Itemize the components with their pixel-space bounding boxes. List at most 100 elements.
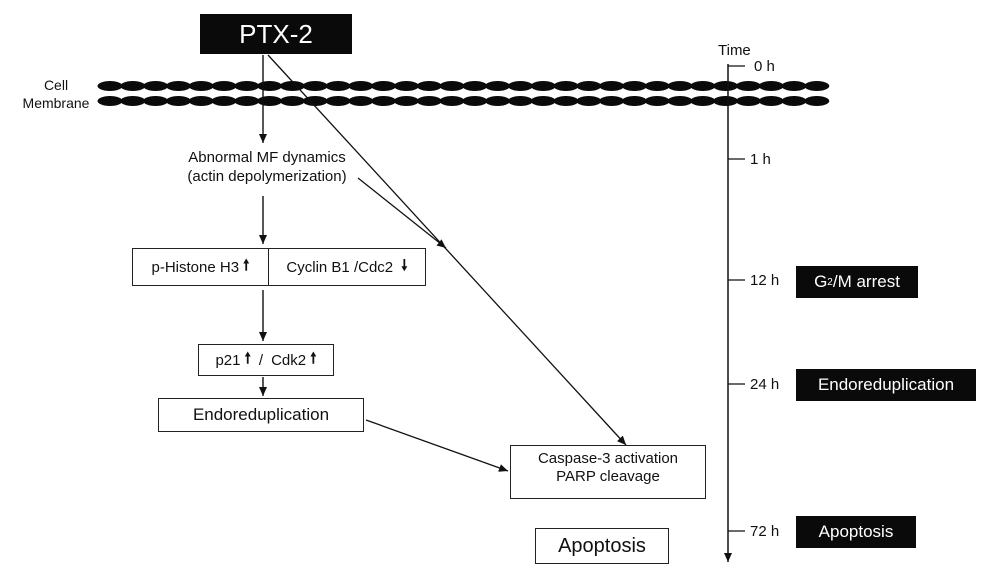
membrane-lipid	[188, 96, 214, 106]
membrane-lipid	[530, 96, 556, 106]
membrane-lipid	[302, 96, 328, 106]
up-arrow-icon: 🠕	[243, 256, 250, 274]
membrane-lipid	[416, 96, 442, 106]
stage-endoreduplication: Endoreduplication	[796, 369, 976, 401]
cell-membrane-lower-layer	[97, 96, 830, 106]
membrane-lipid	[758, 96, 784, 106]
caspase-box: Caspase-3 activation PARP cleavage	[510, 445, 706, 499]
membrane-lipid	[507, 81, 533, 91]
membrane-lipid	[507, 96, 533, 106]
p21-cdk2-box: p21 🠕 / Cdk2 🠕	[198, 344, 334, 376]
stage-endoreduplication-label: Endoreduplication	[817, 375, 955, 394]
membrane-lipid	[371, 96, 397, 106]
membrane-lipid	[621, 81, 647, 91]
ptx2-box: PTX-2	[200, 14, 352, 54]
membrane-lipid	[416, 81, 442, 91]
p21-label: p21	[215, 351, 241, 369]
endoreduplication-label: Endoreduplication	[192, 405, 330, 424]
membrane-lipid	[644, 81, 670, 91]
membrane-lipid	[530, 81, 556, 91]
membrane-lipid	[348, 81, 374, 91]
cell-membrane-label-line2: Membrane	[22, 95, 90, 111]
stage-g2m-suffix: /M arrest	[832, 272, 900, 291]
membrane-lipid	[599, 96, 625, 106]
membrane-lipid	[97, 96, 123, 106]
membrane-lipid	[325, 81, 351, 91]
membrane-lipid	[439, 81, 465, 91]
membrane-lipid	[348, 96, 374, 106]
membrane-lipid	[599, 81, 625, 91]
histone-label: p-Histone H3	[151, 258, 240, 276]
membrane-lipid	[804, 96, 830, 106]
membrane-lipid	[644, 96, 670, 106]
stage-apoptosis: Apoptosis	[796, 516, 916, 548]
membrane-lipid	[576, 81, 602, 91]
membrane-lipid	[393, 81, 419, 91]
cell-membrane-upper-layer	[97, 81, 830, 91]
membrane-lipid	[735, 81, 761, 91]
timeline-label-0h: 0 h	[754, 58, 775, 75]
membrane-lipid	[165, 81, 191, 91]
ptx2-label: PTX-2	[239, 18, 313, 49]
membrane-lipid	[758, 81, 784, 91]
membrane-lipid	[120, 81, 146, 91]
membrane-lipid	[143, 81, 169, 91]
cell-membrane-label: Cell Membrane	[14, 76, 98, 112]
arrow-endo-to-caspase	[365, 419, 509, 472]
membrane-lipid	[439, 96, 465, 106]
membrane-lipid	[485, 81, 511, 91]
membrane-lipid	[690, 81, 716, 91]
membrane-lipid	[325, 96, 351, 106]
membrane-lipid	[690, 96, 716, 106]
timeline-label-72h: 72 h	[750, 523, 780, 540]
membrane-lipid	[393, 96, 419, 106]
apoptosis-box: Apoptosis	[535, 528, 669, 564]
slash-separator: /	[258, 351, 264, 369]
membrane-lipid	[234, 81, 260, 91]
membrane-lipid	[735, 96, 761, 106]
timeline-label-24h: 24 h	[750, 376, 780, 393]
membrane-lipid	[667, 96, 693, 106]
abnormal-mf-line1: Abnormal MF dynamics	[188, 149, 346, 166]
membrane-lipid	[485, 96, 511, 106]
membrane-lipid	[211, 96, 237, 106]
up-arrow-icon: 🠕	[244, 349, 251, 367]
caspase-line1: Caspase-3 activation	[537, 450, 679, 467]
membrane-lipid	[804, 81, 830, 91]
membrane-lipid	[621, 96, 647, 106]
membrane-lipid	[553, 96, 579, 106]
membrane-lipid	[781, 81, 807, 91]
membrane-lipid	[257, 96, 283, 106]
cdk2-label: Cdk2	[271, 351, 307, 369]
timeline-label-12h: 12 h	[750, 272, 780, 289]
membrane-lipid	[188, 81, 214, 91]
abnormal-mf-text: Abnormal MF dynamics (actin depolymeriza…	[162, 148, 372, 186]
histone-cyclin-box: p-Histone H3 🠕 Cyclin B1 /Cdc2 🠗	[132, 248, 426, 286]
membrane-lipid	[97, 81, 123, 91]
membrane-lipid	[462, 96, 488, 106]
membrane-lipid	[781, 96, 807, 106]
stage-g2m-sub: 2	[827, 276, 833, 288]
cyclin-cell: Cyclin B1 /Cdc2 🠗	[269, 249, 425, 285]
membrane-lipid	[371, 81, 397, 91]
cell-membrane-label-line1: Cell	[43, 77, 69, 93]
up-arrow-icon: 🠕	[310, 349, 317, 367]
histone-cell: p-Histone H3 🠕	[133, 249, 269, 285]
cyclin-label: Cyclin B1 /Cdc2	[286, 258, 394, 276]
membrane-lipid	[553, 81, 579, 91]
caspase-line2: PARP cleavage	[556, 468, 660, 485]
apoptosis-label: Apoptosis	[558, 534, 646, 557]
membrane-lipid	[120, 96, 146, 106]
arrow-ptx-to-caspase	[267, 54, 627, 446]
membrane-lipid	[576, 96, 602, 106]
membrane-lipid	[667, 81, 693, 91]
membrane-lipid	[143, 96, 169, 106]
membrane-lipid	[302, 81, 328, 91]
stage-g2m-prefix: G	[814, 272, 828, 291]
membrane-lipid	[211, 81, 237, 91]
membrane-lipid	[257, 81, 283, 91]
timeline-title: Time	[718, 42, 751, 59]
stage-apoptosis-label: Apoptosis	[818, 522, 894, 541]
